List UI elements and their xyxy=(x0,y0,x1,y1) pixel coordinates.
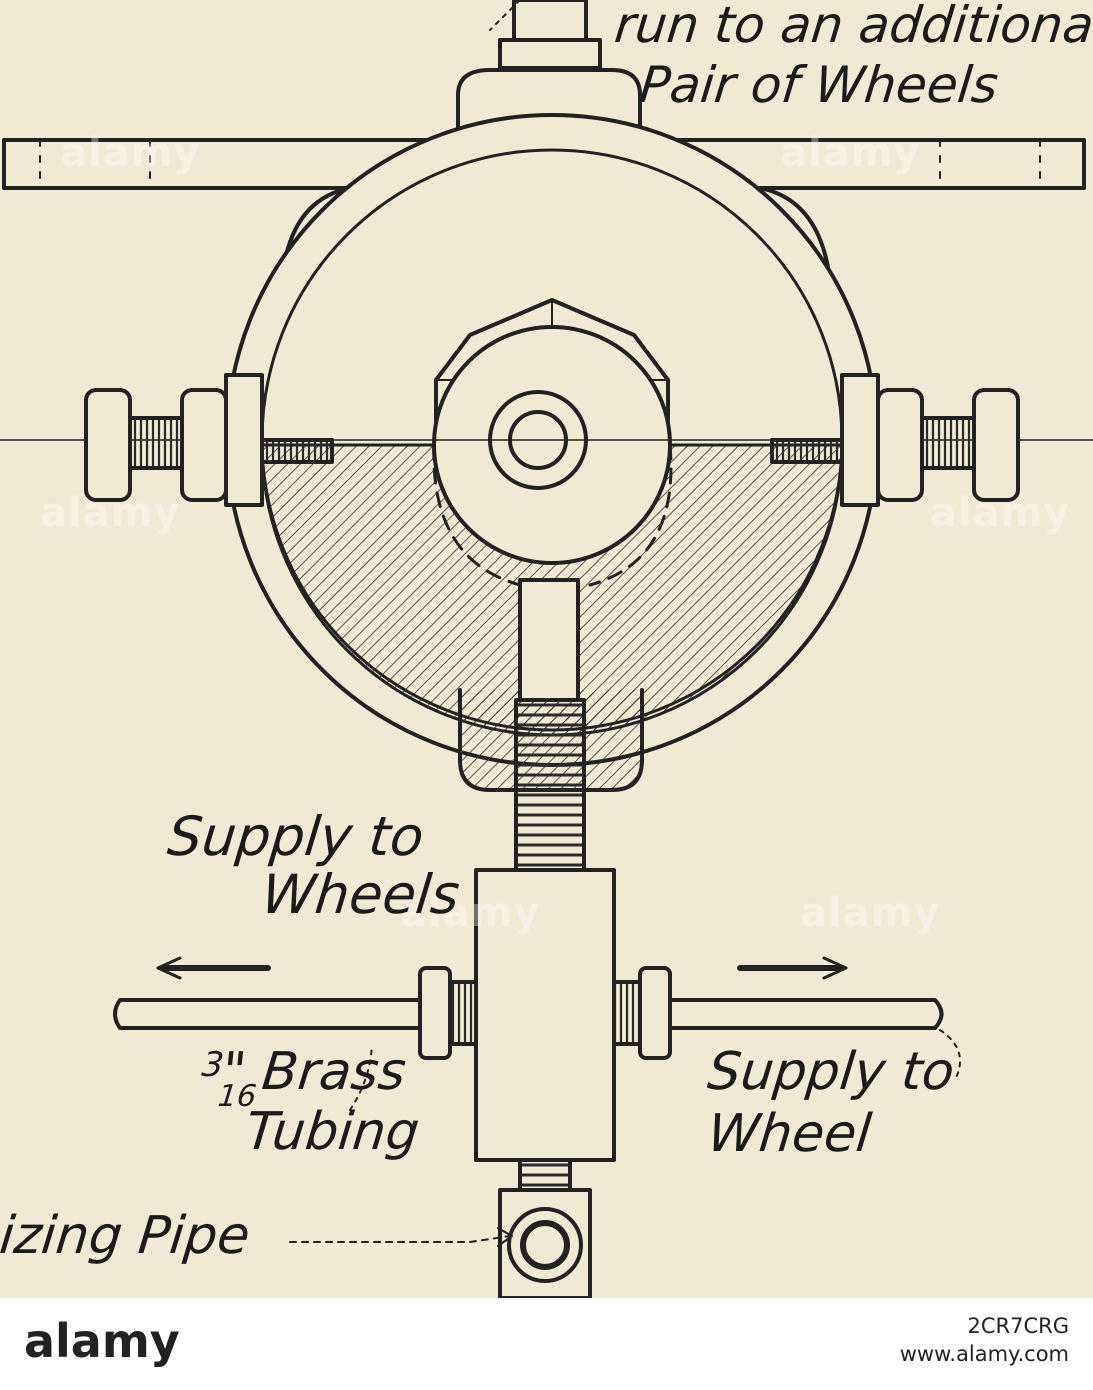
watermark: alamy xyxy=(930,490,1071,536)
leader-equalizing xyxy=(289,1235,511,1243)
leader-tubing xyxy=(349,1044,373,1111)
right-fitting-thread xyxy=(612,980,642,1046)
label-supply-wheels-line2: Wheels xyxy=(258,863,463,926)
footer-image-id: 2CR7CRG xyxy=(967,1314,1069,1338)
right-fitting-nut xyxy=(638,966,672,1060)
vertical-thread xyxy=(514,698,586,872)
leader-top xyxy=(489,0,521,31)
footer-logo: alamy xyxy=(24,1314,180,1368)
left-outer-nut xyxy=(84,388,132,502)
eye-inner xyxy=(520,1220,570,1270)
label-additional-line1: run to an additiona xyxy=(611,0,1093,54)
label-supply-wheels-line1: Supply to xyxy=(164,805,427,868)
left-thread-in xyxy=(260,438,334,464)
left-bolt-thread xyxy=(128,416,184,470)
watermark: alamy xyxy=(60,130,201,176)
footer-url[interactable]: www.alamy.com xyxy=(899,1342,1069,1366)
leader-supply-wheel xyxy=(939,1029,961,1081)
bottom-thread xyxy=(518,1158,572,1192)
right-tube xyxy=(668,998,944,1030)
top-bolt-washer xyxy=(498,38,602,70)
watermark: alamy xyxy=(400,890,541,936)
watermark: alamy xyxy=(800,890,941,936)
label-tubing-line1: " Brass xyxy=(218,1042,409,1102)
left-fitting-thread xyxy=(448,980,478,1046)
left-tube xyxy=(113,998,422,1030)
right-inner-nut xyxy=(876,388,924,502)
right-outer-nut xyxy=(972,388,1020,502)
label-tubing-line2: Tubing xyxy=(242,1102,423,1162)
left-inner-nut xyxy=(180,388,228,502)
left-lug xyxy=(224,373,264,507)
tee-block xyxy=(474,868,616,1162)
label-supply-wheel-line2: Wheel xyxy=(704,1104,874,1164)
oil-passage xyxy=(518,578,580,702)
watermark: alamy xyxy=(40,490,181,536)
footer: alamy 2CR7CRG www.alamy.com xyxy=(0,1298,1093,1390)
label-supply-wheel-line1: Supply to xyxy=(704,1042,958,1102)
right-bolt-thread xyxy=(920,416,976,470)
top-bolt xyxy=(512,0,588,42)
right-thread-in xyxy=(770,438,844,464)
left-fitting-nut xyxy=(418,966,452,1060)
watermark: alamy xyxy=(780,130,921,176)
label-equalizing: izing Pipe xyxy=(0,1206,253,1266)
drawing-svg xyxy=(0,0,1093,1298)
label-additional-line2: Pair of Wheels xyxy=(636,56,1001,114)
technical-drawing: alamy alamy alamy alamy alamy alamy run … xyxy=(0,0,1093,1298)
right-lug xyxy=(840,373,880,507)
